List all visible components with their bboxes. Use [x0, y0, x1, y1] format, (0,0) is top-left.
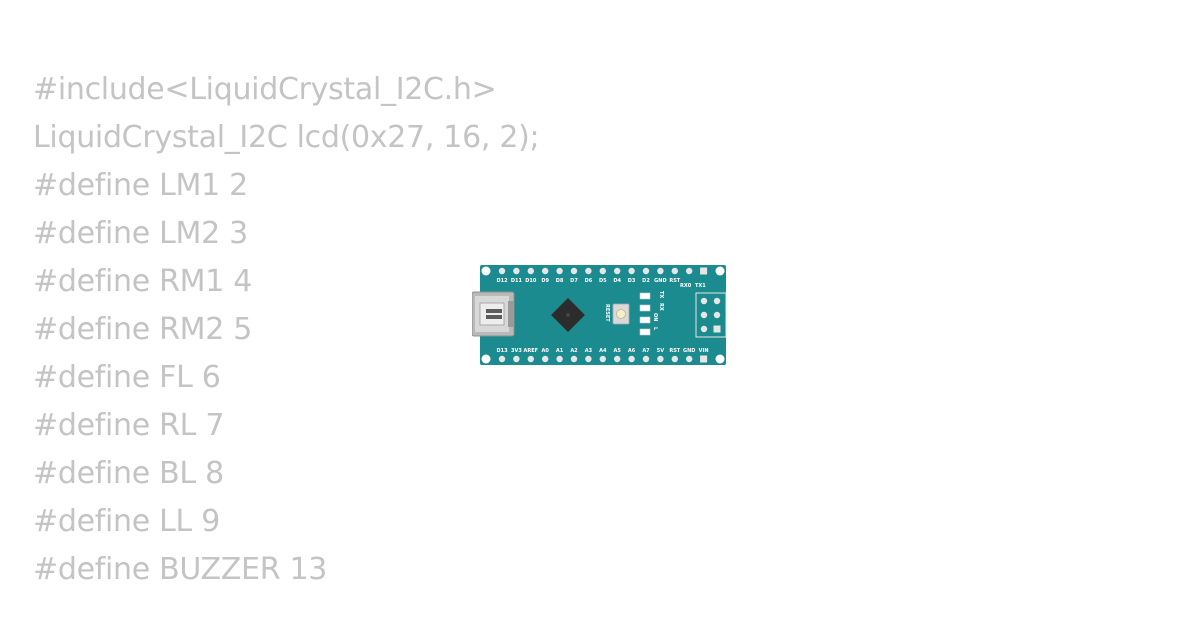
top-pin-label: D7 [570, 278, 578, 284]
top-pin-label: D8 [556, 278, 564, 284]
bottom-pin[interactable] [671, 355, 678, 363]
top-pin[interactable] [542, 267, 549, 275]
bottom-pin-label: A4 [599, 348, 607, 354]
top-pin-label: D12 [496, 278, 508, 284]
top-pin[interactable] [642, 267, 650, 275]
bottom-pin[interactable] [498, 355, 506, 363]
icsp-header [695, 292, 727, 338]
bottom-pin-label: GND [683, 348, 695, 354]
top-pin[interactable] [657, 267, 664, 275]
code-line: #define BL 8 [33, 456, 224, 491]
top-pin-label: D10 [525, 278, 537, 284]
bottom-pin-label: RST [669, 348, 680, 354]
bottom-pin-label: A5 [614, 348, 622, 354]
code-line: #define LM1 2 [33, 168, 248, 203]
top-pin-label: D9 [541, 278, 549, 284]
led-label-on: ON [652, 313, 658, 321]
bottom-pin[interactable] [700, 355, 708, 363]
bottom-pin[interactable] [628, 355, 635, 363]
top-pin-label: D6 [585, 278, 593, 284]
reset-button[interactable] [612, 303, 630, 325]
top-pin[interactable] [585, 267, 592, 275]
led-label-rx: RX [658, 303, 664, 311]
top-pin[interactable] [700, 267, 708, 275]
top-pin-label: D3 [628, 278, 636, 284]
bottom-pin-label: A0 [542, 348, 550, 354]
bottom-pin[interactable] [513, 355, 520, 363]
top-pin[interactable] [628, 267, 635, 275]
top-pin-label: D4 [613, 278, 621, 284]
top-pin-label: RST [669, 278, 680, 284]
code-line: #define RM2 5 [33, 312, 253, 347]
top-pin[interactable] [498, 267, 506, 275]
led-label-tx: TX [658, 291, 664, 298]
bottom-pin-label: 5V [657, 348, 664, 354]
mounting-hole [715, 354, 725, 364]
bottom-pin-label: A6 [628, 348, 636, 354]
bottom-pin-label: A2 [570, 348, 578, 354]
top-pin-header [498, 267, 708, 275]
top-pin[interactable] [527, 267, 534, 275]
top-pin[interactable] [671, 267, 678, 275]
serial-label-tx1: TX1 [695, 283, 706, 289]
reset-label: RESET [604, 304, 610, 322]
top-pin-label: GND [654, 278, 666, 284]
bottom-pin-label: A7 [642, 348, 650, 354]
bottom-pin-header [498, 355, 708, 363]
bottom-pin[interactable] [599, 355, 606, 363]
top-pin[interactable] [556, 267, 563, 275]
led-label-l: L [652, 327, 658, 331]
bottom-pin[interactable] [556, 355, 563, 363]
bottom-pin[interactable] [686, 355, 693, 363]
code-line: #define FL 6 [33, 360, 221, 395]
code-line: #define RL 7 [33, 408, 225, 443]
top-pin-label: D2 [642, 278, 650, 284]
code-line: LiquidCrystal_I2C lcd(0x27, 16, 2); [33, 120, 540, 155]
board-pcb [480, 265, 726, 365]
code-line: #include<LiquidCrystal_I2C.h> [33, 72, 497, 107]
bottom-pin-label: A1 [556, 348, 564, 354]
code-line: #define RM1 4 [33, 264, 253, 299]
bottom-pin[interactable] [585, 355, 592, 363]
bottom-pin[interactable] [642, 355, 650, 363]
code-line: #define LM2 3 [33, 216, 248, 251]
status-leds [639, 292, 651, 336]
top-pin[interactable] [614, 267, 621, 275]
mounting-hole [481, 354, 491, 364]
bottom-pin[interactable] [657, 355, 664, 363]
mounting-hole [715, 266, 725, 276]
bottom-pin-label: VIN [699, 348, 709, 354]
code-line: #define BUZZER 13 [33, 552, 328, 587]
bottom-pin-label: A3 [585, 348, 593, 354]
bottom-pin[interactable] [570, 355, 578, 363]
bottom-pin-label: D13 [496, 348, 508, 354]
bottom-pin[interactable] [614, 355, 621, 363]
bottom-pin-label: AREF [524, 348, 539, 354]
code-listing: #include<LiquidCrystal_I2C.h> LiquidCrys… [33, 66, 540, 594]
top-pin[interactable] [513, 267, 520, 275]
top-pin[interactable] [570, 267, 578, 275]
top-pin-label: D5 [599, 278, 607, 284]
serial-label-rx0: RX0 [680, 283, 692, 289]
bottom-pin[interactable] [527, 355, 534, 363]
mounting-hole [481, 266, 491, 276]
top-pin-label: D11 [511, 278, 523, 284]
top-pin[interactable] [599, 267, 606, 275]
bottom-pin[interactable] [542, 355, 549, 363]
code-line: #define LL 9 [33, 504, 220, 539]
usb-connector [472, 291, 515, 337]
top-pin[interactable] [686, 267, 693, 275]
bottom-pin-label: 3V3 [511, 348, 522, 354]
